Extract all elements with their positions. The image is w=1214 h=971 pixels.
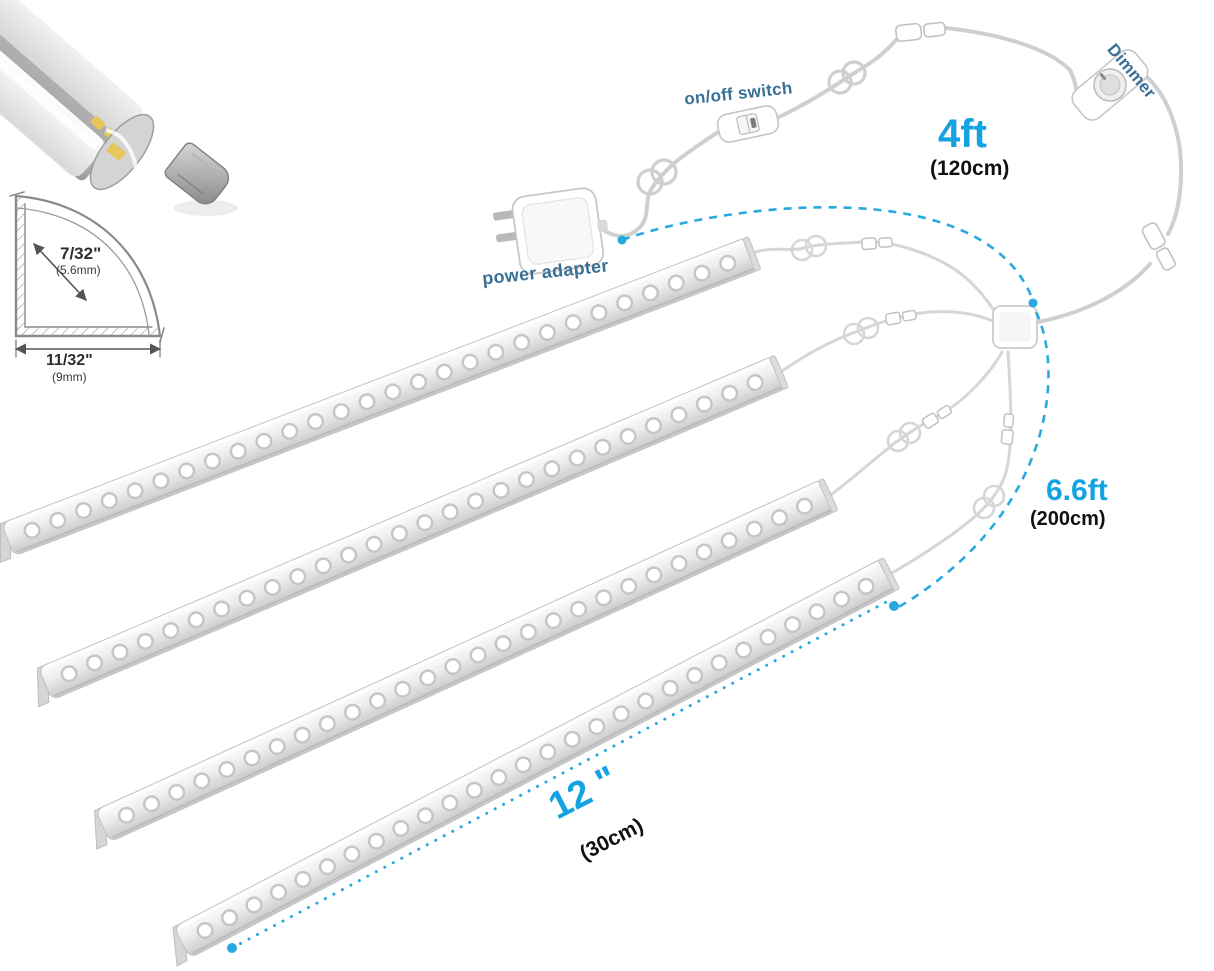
profile-depth-label: 7/32" (60, 244, 102, 263)
led-bar-2 (25, 355, 789, 707)
knob-pointer (1099, 73, 1107, 80)
diffuser-outer-arc (14, 194, 162, 338)
end-cap (164, 142, 230, 205)
led-bars (0, 237, 900, 966)
measurement-200cm-label: (200cm) (1030, 508, 1106, 530)
plug-prong (496, 231, 521, 243)
measurement-overlays (227, 205, 1050, 953)
profile-width-label: 11/32" (46, 352, 93, 369)
mount-lip-right (159, 327, 165, 343)
end-cap-shadow (174, 200, 238, 216)
depth-dimension-arrow (33, 243, 87, 301)
led-bar-1 (0, 237, 761, 563)
bar-length-measure-line (230, 598, 892, 950)
diffuser-inner-arc (16, 207, 150, 335)
profile-width-metric-label: (9mm) (52, 370, 87, 384)
cord-grommet (597, 219, 608, 232)
bottom-wall-hatch (16, 327, 160, 336)
rocker-slot (750, 117, 757, 128)
power-adapter-illustration (493, 187, 608, 275)
dimmer-illustration (1071, 49, 1149, 121)
adapter-to-hub-measure-line (621, 205, 1034, 299)
profile-cross-section (9, 191, 165, 358)
left-wall-hatch (16, 196, 25, 336)
led-chip (90, 115, 106, 130)
plug-prong (493, 209, 518, 221)
measurement-4ft-label: 4ft (938, 112, 987, 156)
diffuser-arc-highlight (105, 128, 138, 169)
hub-to-bar-measure-line (896, 311, 1050, 610)
measure-dot (889, 601, 899, 611)
bar4-connector (1000, 412, 1016, 446)
top-barrel-connector (894, 19, 947, 43)
measurement-6-6ft-label: 6.6ft (1046, 474, 1108, 507)
wall-inner-outline (24, 203, 153, 328)
profile-depth-metric-label: (5.6mm) (56, 263, 101, 277)
aluminum-profile-photo (0, 0, 238, 216)
measure-dot (227, 943, 237, 953)
splitter-hub (992, 305, 1038, 349)
measurement-120cm-label: (120cm) (930, 157, 1010, 180)
led-chip (106, 142, 126, 161)
mount-lip-top (9, 191, 25, 197)
measure-dot (1028, 298, 1038, 308)
inline-switch-illustration (716, 105, 780, 143)
measure-dot (617, 235, 627, 245)
wall-outline (14, 194, 162, 338)
